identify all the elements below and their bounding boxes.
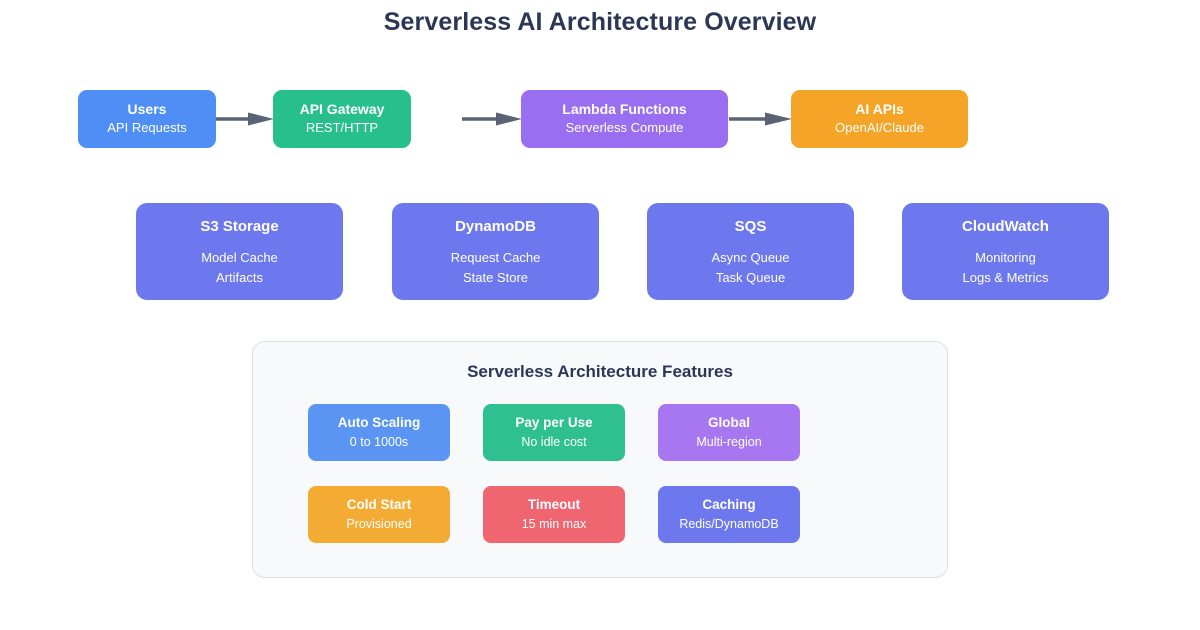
feature-chip-title: Cold Start <box>346 497 412 513</box>
service-node-line1: Monitoring <box>975 249 1036 265</box>
service-node-sqs[interactable]: SQS Async Queue Task Queue <box>647 203 854 300</box>
arrow-lambda-to-ai-apis <box>729 112 792 126</box>
flow-node-users[interactable]: Users API Requests <box>78 90 216 148</box>
feature-chip-auto-scaling[interactable]: Auto Scaling 0 to 1000s <box>308 404 450 461</box>
service-node-title: SQS <box>734 218 767 236</box>
flow-node-subtitle: OpenAI/Claude <box>835 120 924 136</box>
feature-chip-title: Caching <box>702 497 756 513</box>
flow-node-api-gateway[interactable]: API Gateway REST/HTTP <box>273 90 411 148</box>
service-node-line2: Task Queue <box>715 269 786 285</box>
service-node-dynamodb[interactable]: DynamoDB Request Cache State Store <box>392 203 599 300</box>
page-title: Serverless AI Architecture Overview <box>383 8 817 36</box>
feature-chip-title: Global <box>707 415 750 431</box>
feature-chip-subtitle: Provisioned <box>346 516 412 531</box>
flow-node-ai-apis[interactable]: AI APIs OpenAI/Claude <box>791 90 968 148</box>
feature-chip-cold-start[interactable]: Cold Start Provisioned <box>308 486 450 543</box>
flow-node-title: API Gateway <box>299 101 385 117</box>
feature-chip-title: Timeout <box>527 497 581 513</box>
feature-chip-caching[interactable]: Caching Redis/DynamoDB <box>658 486 800 543</box>
service-node-line2: Artifacts <box>216 269 263 285</box>
feature-chip-subtitle: 0 to 1000s <box>349 434 409 449</box>
feature-chip-timeout[interactable]: Timeout 15 min max <box>483 486 625 543</box>
feature-chip-global[interactable]: Global Multi-region <box>658 404 800 461</box>
flow-node-subtitle: API Requests <box>107 120 187 136</box>
flow-node-subtitle: REST/HTTP <box>305 120 379 136</box>
service-node-title: DynamoDB <box>455 218 536 236</box>
service-node-line1: Async Queue <box>711 249 790 265</box>
service-node-line1: Model Cache <box>201 249 278 265</box>
service-node-cloudwatch[interactable]: CloudWatch Monitoring Logs & Metrics <box>902 203 1109 300</box>
service-node-title: S3 Storage <box>200 218 279 236</box>
flow-node-lambda-functions[interactable]: Lambda Functions Serverless Compute <box>521 90 728 148</box>
features-panel-title: Serverless Architecture Features <box>467 362 733 381</box>
arrow-gateway-to-lambda <box>462 112 522 126</box>
feature-chip-subtitle: No idle cost <box>521 434 587 449</box>
service-node-title: CloudWatch <box>962 218 1049 236</box>
flow-node-title: Users <box>127 101 167 117</box>
feature-chip-subtitle: 15 min max <box>521 516 587 531</box>
flow-node-subtitle: Serverless Compute <box>565 120 684 136</box>
flow-node-title: Lambda Functions <box>562 101 687 117</box>
flow-node-title: AI APIs <box>855 101 904 117</box>
feature-chip-pay-per-use[interactable]: Pay per Use No idle cost <box>483 404 625 461</box>
service-node-s3-storage[interactable]: S3 Storage Model Cache Artifacts <box>136 203 343 300</box>
service-node-line2: Logs & Metrics <box>962 269 1049 285</box>
feature-chip-title: Pay per Use <box>515 415 593 431</box>
feature-chip-subtitle: Multi-region <box>696 434 762 449</box>
service-node-line2: State Store <box>462 269 529 285</box>
service-node-line1: Request Cache <box>450 249 541 265</box>
feature-chip-title: Auto Scaling <box>337 415 421 431</box>
arrow-users-to-gateway <box>216 112 274 126</box>
feature-chip-subtitle: Redis/DynamoDB <box>679 516 779 531</box>
